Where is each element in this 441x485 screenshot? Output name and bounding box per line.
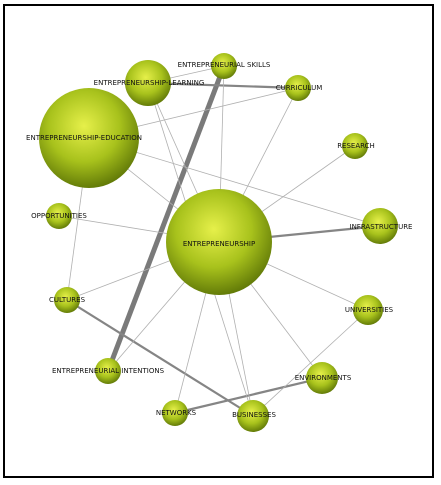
node-curriculum[interactable] [285,75,311,101]
label-layer: ENTREPRENEURSHIP ENTREPRENEURSHIP-EDUCATI… [26,61,412,419]
node-research[interactable] [342,133,368,159]
node-label-entrepreneurial-skills: ENTREPRENEURIAL SKILLS [178,61,271,69]
edge-entrepreneurial-skills-entrepreneurial-intentions [105,65,227,372]
node-label-entrepreneurship: ENTREPRENEURSHIP [183,240,255,248]
edge-entrepreneurship-education-infrastructure [88,137,381,227]
node-label-research: RESEARCH [337,142,375,150]
edge-networks-environments [174,376,323,415]
node-entrepreneurship[interactable] [166,189,272,295]
node-entrepreneurship-education[interactable] [39,88,139,188]
node-label-opportunities: OPPORTUNITIES [31,212,87,220]
node-layer [39,53,398,432]
node-environments[interactable] [306,362,338,394]
node-universities[interactable] [353,295,383,325]
node-entrepreneurial-intentions[interactable] [95,358,121,384]
node-label-infrastructure: INFRASTRUCTURE [350,223,413,231]
node-opportunities[interactable] [46,203,72,229]
node-label-cultures: CULTURES [49,296,86,304]
edge-cultures-businesses [66,299,254,417]
node-businesses[interactable] [237,400,269,432]
node-cultures[interactable] [54,287,80,313]
node-label-curriculum: CURRICULUM [276,84,323,92]
node-label-entrepreneurship-learning: ENTREPRENEURSHIP-LEARNING [94,79,205,87]
node-networks[interactable] [162,400,188,426]
node-infrastructure[interactable] [362,208,398,244]
node-label-universities: UNIVERSITIES [345,306,394,314]
node-label-environments: ENVIRONMENTS [295,374,352,382]
node-label-networks: NETWORKS [156,409,197,417]
node-entrepreneurial-skills[interactable] [211,53,237,79]
edge-entrepreneurship-learning-curriculum [147,81,299,90]
node-label-businesses: BUSINESSES [232,411,276,419]
node-entrepreneurship-learning[interactable] [125,60,171,106]
node-label-entrepreneurship-education: ENTREPRENEURSHIP-EDUCATION [26,134,142,142]
node-label-entrepreneurial-intentions: ENTREPRENEURIAL INTENTIONS [52,367,165,375]
